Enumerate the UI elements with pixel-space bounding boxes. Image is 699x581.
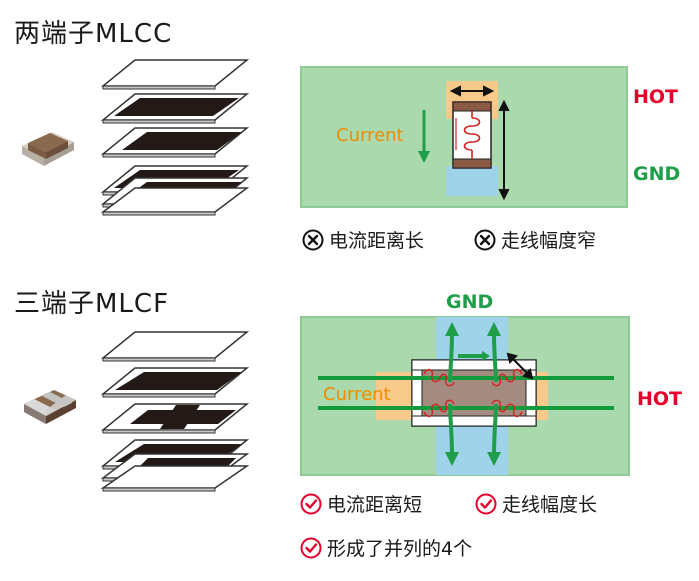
note-text: 电流距离长 (329, 230, 425, 252)
gnd-pad (446, 166, 498, 196)
layer-top-blank (100, 59, 250, 90)
section-title-2terminal: 两端子MLCC (14, 19, 173, 49)
layer-top-blank (100, 331, 250, 362)
hot-label: HOT (633, 86, 679, 108)
parasitic-inductor-icon (423, 368, 523, 418)
width-arrow-icon (449, 85, 495, 97)
check-circle-icon (300, 537, 322, 558)
note-text: 走线幅度窄 (501, 230, 597, 252)
mlcf-chip-photo (24, 390, 76, 424)
check-circle-icon (475, 493, 497, 514)
parasitic-inductor-icon (455, 111, 481, 159)
layer-bottom-blank (100, 465, 250, 492)
note-short-current-path: 电流距离短 (300, 490, 422, 517)
note-text: 形成了并列的4个 (327, 538, 473, 560)
hot-label: HOT (637, 388, 683, 410)
check-circle-icon (300, 493, 322, 514)
cross-circle-icon (474, 229, 496, 250)
note-text: 走线幅度长 (502, 494, 598, 516)
note-parallel-four: 形成了并列的4个 (300, 534, 472, 561)
note-narrow-trace: 走线幅度窄 (474, 226, 596, 253)
gnd-label: GND (633, 163, 681, 185)
layer-cross-electrode (100, 403, 250, 434)
mlcc-chip-photo (22, 132, 74, 166)
cross-circle-icon (302, 229, 324, 250)
mlcf-board-diagram (300, 316, 630, 476)
layer-bottom-blank (100, 187, 250, 216)
layer-electrode-1 (100, 93, 250, 124)
layer-electrode-2 (100, 127, 250, 158)
layer-through-electrode (100, 367, 250, 398)
mlcc-board-diagram (300, 66, 628, 208)
current-label: Current (336, 125, 404, 146)
note-long-current-path: 电流距离长 (302, 226, 424, 253)
current-arrow-icon (418, 110, 430, 163)
note-wide-trace: 走线幅度长 (475, 490, 597, 517)
mlcc-layer-stack (100, 59, 250, 216)
current-flow-arrows-icon (448, 331, 498, 457)
gnd-label: GND (446, 291, 494, 313)
section-title-3terminal: 三端子MLCF (14, 289, 170, 319)
width-arrow-icon (506, 352, 534, 380)
note-text: 电流距离短 (327, 494, 423, 516)
mlcf-layer-stack (100, 331, 250, 492)
length-arrow-icon (498, 99, 510, 201)
current-label: Current (323, 384, 391, 405)
